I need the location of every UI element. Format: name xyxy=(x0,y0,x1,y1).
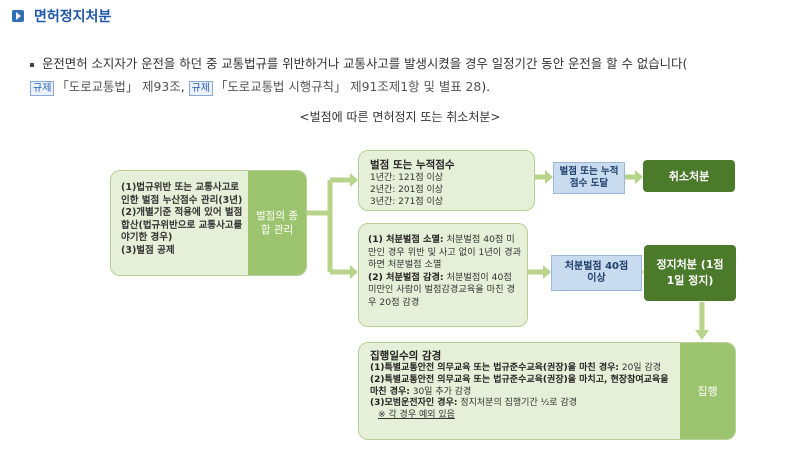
item-title: (2) 처분벌점 감경: xyxy=(368,271,444,283)
list-item: (3)모범운전자인 경우: 정지처분의 집행기간 ½로 감경 xyxy=(370,398,675,410)
item-text: 30일 추가 감경 xyxy=(412,386,472,397)
diagram-caption: <벌점에 따른 면허정지 또는 취소처분> xyxy=(299,110,501,124)
item-title: (1) 처분벌점 소멸: xyxy=(368,234,444,245)
list-item: (1) 처분벌점 소멸: 처분벌점 40점 미만인 경우 위반 및 사고 없이 … xyxy=(368,234,523,272)
item-title: (1)특별교통안전 의무교육 또는 법규준수교육(권장)을 마친 경우: xyxy=(370,363,619,373)
item-text: 정지처분의 집행기간 ½로 감경 xyxy=(460,398,578,409)
list-item: (3)벌점 공제 xyxy=(121,244,175,256)
item-title: (3)모범운전자인 경우: xyxy=(370,398,458,409)
suspension-box: 정지처분 (1점 1일 정지) xyxy=(644,245,736,301)
points-management-box: (1)법규위반 또는 교통사고로 인한 벌점 누산점수 관리(3년) (2)개별… xyxy=(110,170,307,276)
penalty-points-content: (1) 처분벌점 소멸: 처분벌점 40점 미만인 경우 위반 및 사고 없이 … xyxy=(368,234,523,310)
cancellation-box: 취소처분 xyxy=(643,160,735,192)
threshold-line: 3년간: 271점 이상 xyxy=(370,197,444,207)
points-management-badge: 벌점의 종합 관리 xyxy=(248,171,306,275)
regulation-badge[interactable]: 규제 xyxy=(188,81,214,96)
bullet-icon xyxy=(30,62,34,67)
list-item: (2)특별교통안전 의무교육 또는 법규준수교육(권장)을 마치고, 현장참여교… xyxy=(370,375,675,399)
execution-reduction-box: 집행일수의 감경 (1)특별교통안전 의무교육 또는 법규준수교육(권장)을 마… xyxy=(358,342,736,440)
execution-reduction-list: (1)특별교통안전 의무교육 또는 법규준수교육(권장)을 마친 경우: 20일… xyxy=(370,363,675,422)
law-link-enforcement-rule[interactable]: 「도로교통법 시행규칙」 제91조제1항 및 xyxy=(215,79,435,94)
list-item: (1)특별교통안전 의무교육 또는 법규준수교육(권장)을 마친 경우: 20일… xyxy=(370,363,675,375)
intro-text: 운전면허 소지자가 운전을 하던 중 교통법규를 위반하거나 교통사고를 발생시… xyxy=(42,56,688,71)
play-square-icon xyxy=(12,10,24,22)
intro-paragraph: 운전면허 소지자가 운전을 하던 중 교통법규를 위반하거나 교통사고를 발생시… xyxy=(30,52,790,98)
execution-reduction-title: 집행일수의 감경 xyxy=(370,350,442,362)
intro-end: ). xyxy=(481,79,491,94)
cumulative-points-box: 벌점 또는 누적점수 1년간: 121점 이상 2년간: 201점 이상 3년간… xyxy=(358,150,535,211)
threshold-line: 1년간: 121점 이상 xyxy=(370,173,444,183)
execution-badge: 집행 xyxy=(680,343,735,439)
cumulative-points-lines: 1년간: 121점 이상 2년간: 201점 이상 3년간: 271점 이상 xyxy=(370,172,443,208)
item-text: 처분벌점 40점 미만인 경우 위반 및 사고 없이 1년이 경과하면 처분벌점… xyxy=(368,234,522,271)
appendix-link[interactable]: 별표 28 xyxy=(438,79,482,94)
section-title: 면허정지처분 xyxy=(12,6,111,26)
item-title: (2)특별교통안전 의무교육 또는 법규준수교육(권장)을 마치고, 현장참여교… xyxy=(370,374,669,397)
item-text: 처분벌점이 40점 미만인 사람이 벌점감경교육을 마친 경우 20점 감경 xyxy=(368,271,515,308)
threshold-reached-box: 벌점 또는 누적점수 도달 xyxy=(553,162,625,194)
section-title-text: 면허정지처분 xyxy=(34,9,112,25)
regulation-badge[interactable]: 규제 xyxy=(30,81,55,96)
threshold-line: 2년간: 201점 이상 xyxy=(370,185,444,195)
penalty-points-box: (1) 처분벌점 소멸: 처분벌점 40점 미만인 경우 위반 및 사고 없이 … xyxy=(358,223,528,327)
law-link-road-traffic-act[interactable]: 「도로교통법」 제93조 xyxy=(56,79,181,94)
item-text: 20일 감경 xyxy=(621,363,662,373)
list-item: (2) 처분벌점 감경: 처분벌점이 40점 미만인 사람이 벌점감경교육을 마… xyxy=(368,272,523,310)
points-management-list: (1)법규위반 또는 교통사고로 인한 벌점 누산점수 관리(3년) (2)개별… xyxy=(121,182,246,257)
separator: , xyxy=(180,79,185,94)
cumulative-points-title: 벌점 또는 누적점수 xyxy=(370,159,455,171)
list-item: (2)개별기준 적용에 있어 벌점 합산(법규위반으로 교통사고를 야기한 경우… xyxy=(121,207,243,243)
penalty-threshold-box: 처분벌점 40점 이상 xyxy=(551,255,642,291)
list-item: (1)법규위반 또는 교통사고로 인한 벌점 누산점수 관리(3년) xyxy=(121,182,243,206)
exception-note: ※ 각 경우 예외 있음 xyxy=(378,410,455,421)
